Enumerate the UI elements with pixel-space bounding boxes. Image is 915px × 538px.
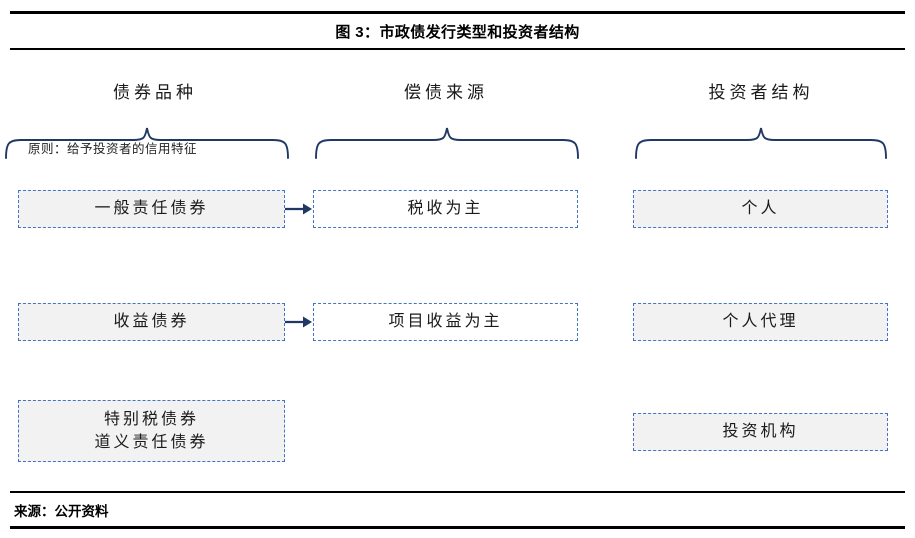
brace-bond-type — [3, 110, 291, 160]
node-investor-2[interactable]: 个人代理 — [633, 303, 888, 341]
column-heading-investor-structure: 投资者结构 — [708, 83, 814, 102]
source-label: 来源：公开资料 — [14, 503, 109, 519]
arrow-bond-type-1-to-repay-1 — [285, 200, 313, 218]
node-repay-2[interactable]: 项目收益为主 — [313, 303, 578, 341]
node-bond-type-1-label: 一般责任债券 — [94, 200, 209, 218]
figure-footer: 来源：公开资料 — [10, 491, 905, 529]
brace-investor-structure — [633, 110, 889, 160]
page-title: 图 3：市政债发行类型和投资者结构 — [335, 23, 580, 41]
node-bond-type-3-label: 特别税债券 道义责任债券 — [94, 410, 209, 451]
brace-repayment-source — [313, 110, 581, 160]
node-investor-2-label: 个人代理 — [722, 313, 799, 331]
node-investor-3[interactable]: 投资机构 — [633, 413, 888, 451]
node-repay-2-label: 项目收益为主 — [388, 313, 503, 331]
principle-note: 原则：给予投资者的信用特征 — [28, 142, 198, 156]
node-repay-1[interactable]: 税收为主 — [313, 190, 578, 228]
column-heading-bond-type: 债券品种 — [113, 83, 197, 102]
arrow-bond-type-2-to-repay-2 — [285, 313, 313, 331]
node-investor-3-label: 投资机构 — [722, 423, 799, 441]
node-bond-type-2-label: 收益债券 — [113, 313, 190, 331]
figure-header: 图 3：市政债发行类型和投资者结构 — [10, 11, 905, 50]
node-bond-type-1[interactable]: 一般责任债券 — [18, 190, 285, 228]
node-repay-1-label: 税收为主 — [407, 200, 484, 218]
node-investor-1-label: 个人 — [741, 200, 780, 218]
node-bond-type-2[interactable]: 收益债券 — [18, 303, 285, 341]
node-bond-type-3[interactable]: 特别税债券 道义责任债券 — [18, 400, 285, 462]
node-investor-1[interactable]: 个人 — [633, 190, 888, 228]
column-heading-repayment-source: 偿债来源 — [404, 83, 488, 102]
